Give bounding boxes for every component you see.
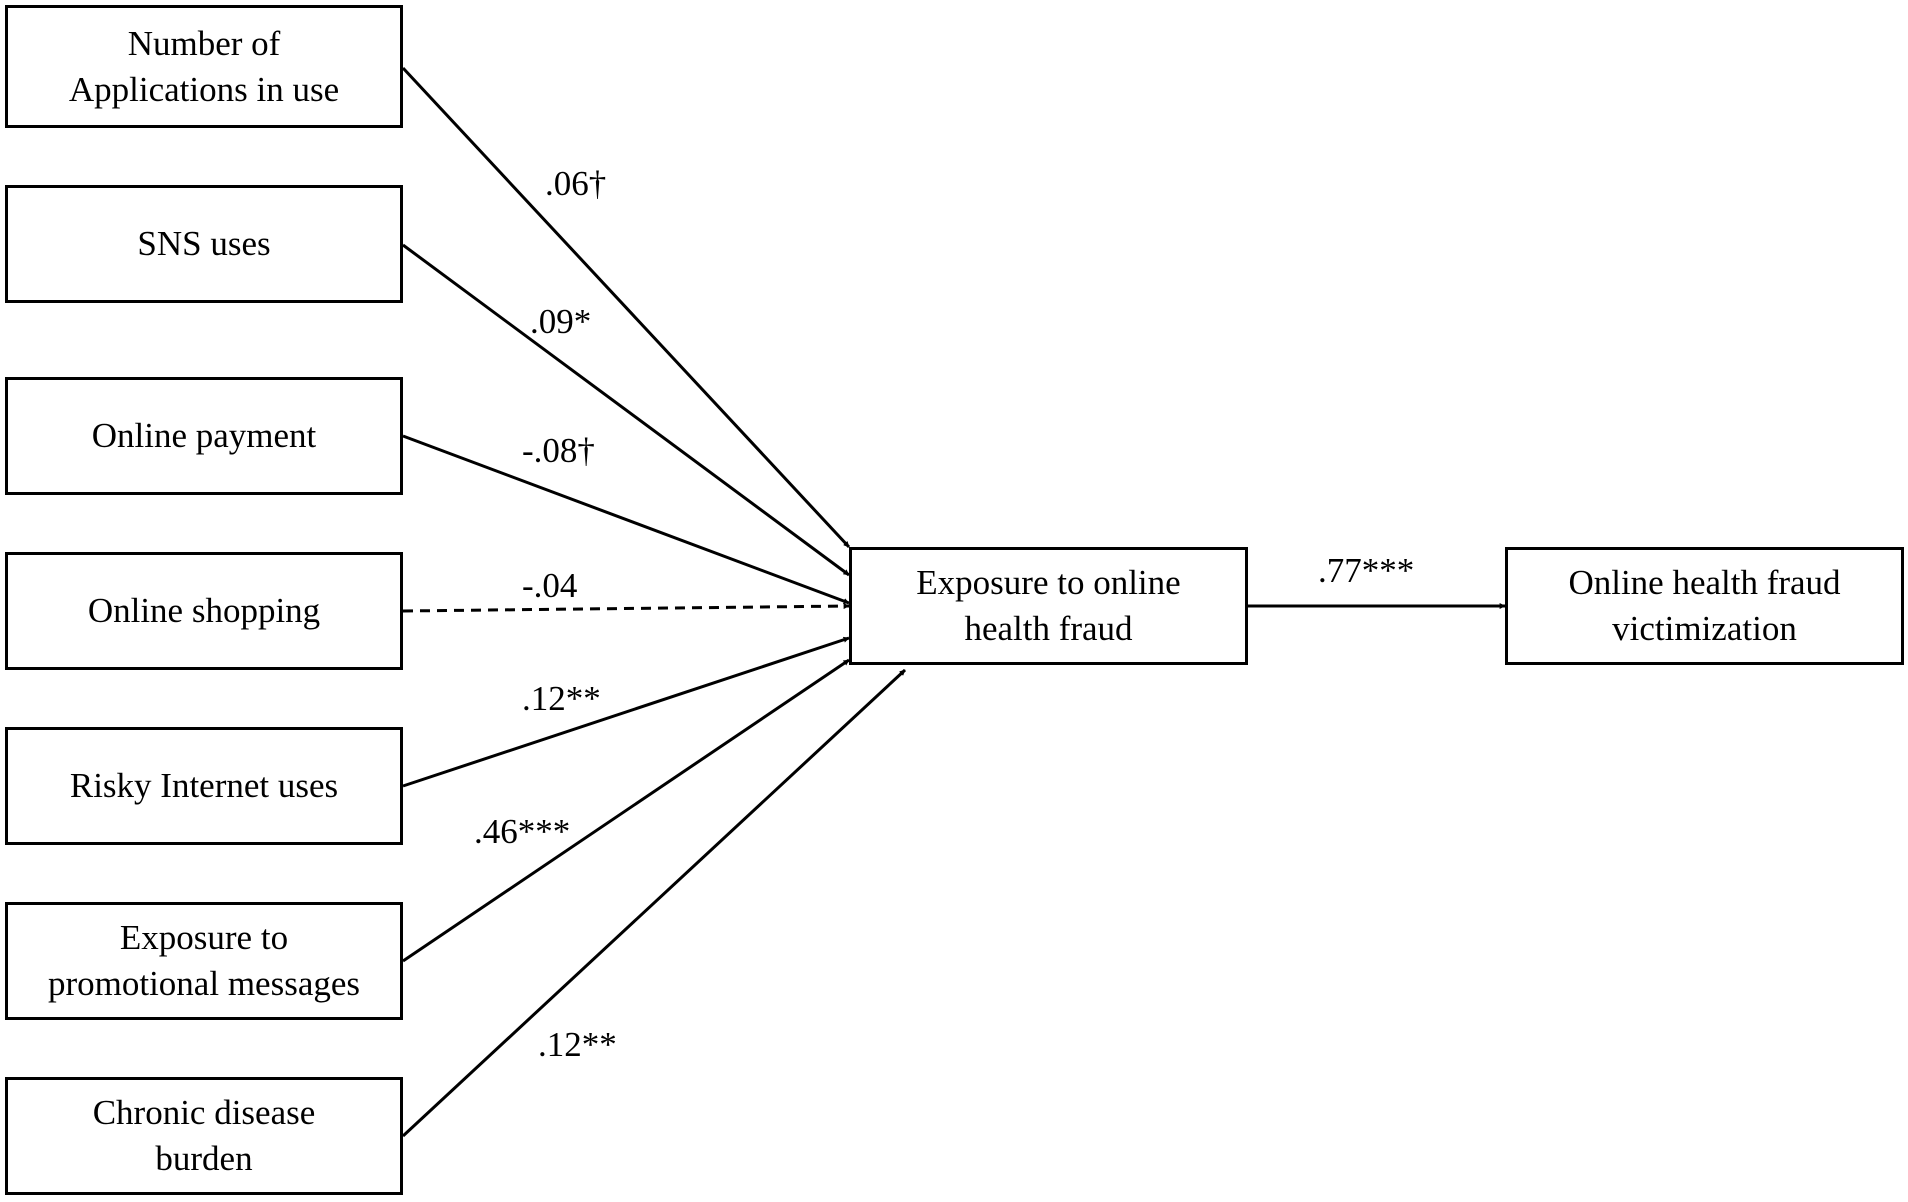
- node-label: Exposure to online health fraud: [916, 563, 1181, 648]
- node-label: Online payment: [91, 416, 317, 455]
- arrow-predictor-1: [401, 66, 851, 549]
- coef-risky-internet-uses: .12**: [522, 679, 601, 718]
- node-risky-internet-uses: Risky Internet uses: [5, 727, 403, 845]
- node-exposure-to-promotional-messages: Exposure to promotional messages: [5, 902, 403, 1020]
- node-exposure-to-online-health-fraud: Exposure to online health fraud: [849, 547, 1248, 665]
- node-online-health-fraud-victimization: Online health fraud victimization: [1505, 547, 1904, 665]
- coef-online-shopping: -.04: [522, 566, 578, 605]
- node-chronic-disease-burden: Chronic disease burden: [5, 1077, 403, 1195]
- node-online-shopping: Online shopping: [5, 552, 403, 670]
- node-label: Chronic disease burden: [92, 1093, 316, 1178]
- arrow-predictor-7: [401, 668, 907, 1138]
- arrow-predictor-3: [402, 434, 850, 605]
- node-label: Number of Applications in use: [68, 23, 340, 109]
- node-label: Online health fraud victimization: [1568, 563, 1841, 648]
- node-label: Risky Internet uses: [69, 766, 339, 805]
- coef-online-payment: -.08†: [522, 431, 595, 470]
- node-number-of-applications: Number of Applications in use: [5, 5, 403, 128]
- coef-sns-uses: .09*: [530, 302, 592, 341]
- arrow-predictor-5: [402, 636, 850, 788]
- node-online-payment: Online payment: [5, 377, 403, 495]
- coef-chronic-disease-burden: .12**: [538, 1025, 617, 1064]
- coef-exposure-to-promotional-messages: .46***: [474, 812, 571, 851]
- coef-number-of-applications: .06†: [545, 164, 607, 203]
- arrow-predictor-4: [402, 603, 850, 613]
- arrow-predictor-2: [402, 243, 850, 577]
- coef-mediator-to-outcome: .77***: [1318, 551, 1415, 590]
- node-label: Online shopping: [87, 591, 321, 630]
- node-label: Exposure to promotional messages: [47, 918, 361, 1003]
- arrow-predictor-6: [402, 658, 850, 963]
- node-sns-uses: SNS uses: [5, 185, 403, 303]
- node-label: SNS uses: [137, 224, 271, 263]
